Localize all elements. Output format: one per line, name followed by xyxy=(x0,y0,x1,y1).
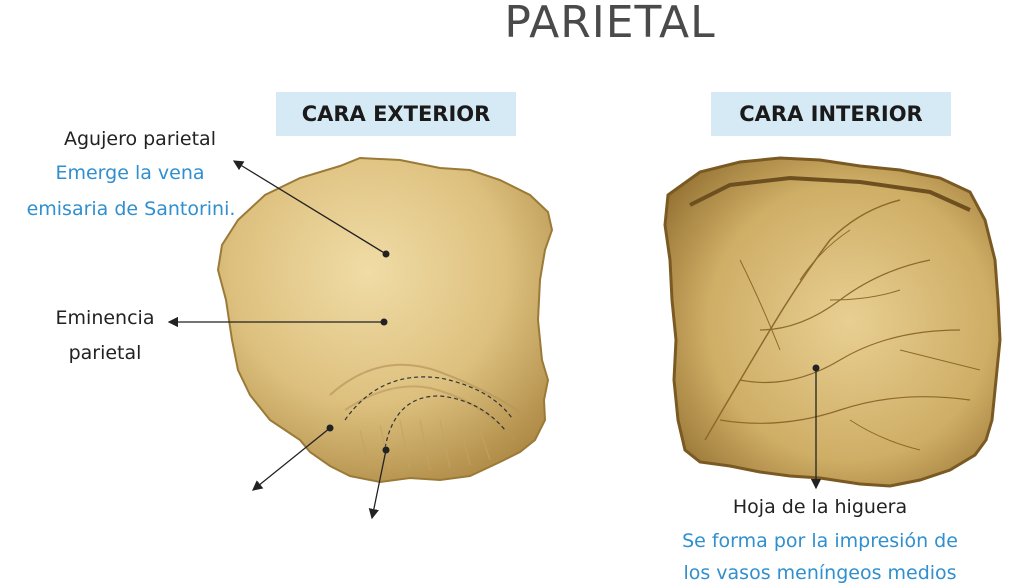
leader-agujero xyxy=(232,160,390,258)
exterior-face-label: CARA EXTERIOR xyxy=(276,92,516,136)
leader-eminencia xyxy=(167,316,388,328)
page-title: PARIETAL xyxy=(504,0,716,48)
leader-hoja xyxy=(810,364,822,490)
agujero-parietal-label: Agujero parietal xyxy=(64,128,216,150)
eminencia-label-line2: parietal xyxy=(68,342,142,364)
interior-face-label: CARA INTERIOR xyxy=(711,92,951,136)
agujero-description-line2: emisaria de Santorini. xyxy=(26,198,236,220)
hoja-higuera-label: Hoja de la higuera xyxy=(732,496,908,518)
leader-lower-right xyxy=(368,446,390,520)
hoja-description-line1: Se forma por la impresión de xyxy=(682,530,958,552)
leader-lower-left xyxy=(251,424,334,491)
agujero-description-line1: Emerge la vena xyxy=(55,162,205,184)
eminencia-label-line1: Eminencia xyxy=(55,307,155,329)
hoja-description-line2: los vasos meníngeos medios xyxy=(683,562,957,584)
parietal-interior-bone xyxy=(663,156,1002,488)
